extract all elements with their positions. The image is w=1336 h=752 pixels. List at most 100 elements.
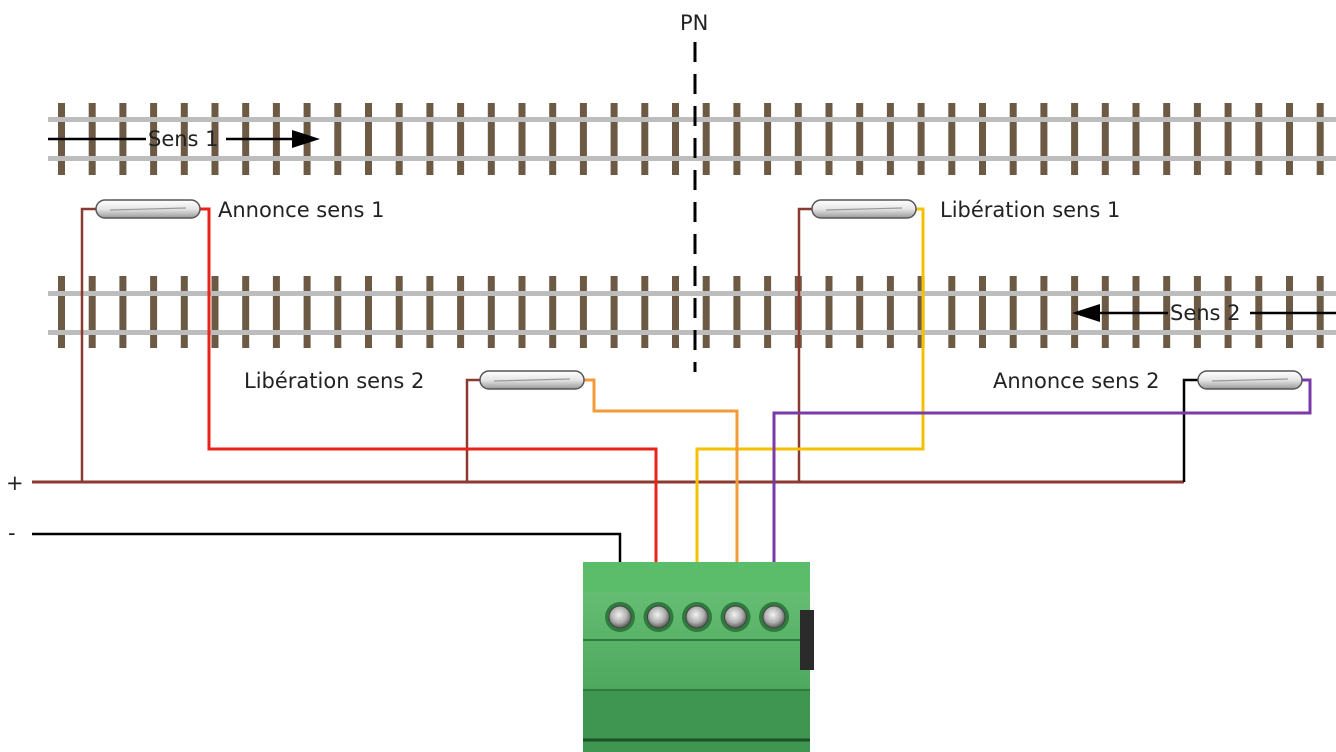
sleeper [886,103,894,175]
sleeper [549,276,557,348]
sleeper [395,276,403,348]
track-2-rail-top [48,291,1336,296]
sens-2-label: Sens 2 [1170,301,1241,325]
negative-bus-label: - [8,521,16,545]
sleeper [948,276,956,348]
sleeper [794,103,802,175]
terminal-screw [762,605,786,629]
terminal-block-top-ridge [583,562,810,592]
sleeper [211,276,219,348]
sleeper [1040,103,1048,175]
terminal-screw [608,605,632,629]
sleeper [1040,276,1048,348]
sleeper [242,276,250,348]
liberation-sens-2-wire [584,378,739,612]
reed-sensor-liberation-sens-2 [479,370,585,390]
terminal-screw [685,605,709,629]
liberation-sens-1-positive-lead [797,207,812,482]
reed-sensor-liberation-sens-1 [811,199,917,219]
sleeper [641,103,649,175]
track-1 [48,103,1336,175]
sleeper [917,276,925,348]
sleeper [1224,276,1232,348]
track-1-sleepers [58,103,1324,175]
sleeper [395,103,403,175]
annonce-sens-2-wire [772,378,1312,612]
sleeper [948,103,956,175]
sleeper [1255,103,1263,175]
sleeper [979,276,986,348]
sens-1-arrow [48,130,320,148]
sens-2-arrow [1072,304,1336,322]
sleeper [672,276,679,348]
sens-2-arrowhead [1072,304,1100,322]
sleeper [610,103,618,175]
sleeper [1009,103,1017,175]
sleeper [579,276,587,348]
sleeper [180,276,188,348]
sleeper [150,103,158,175]
sleeper [733,276,741,348]
liberation-sens-1-wire [695,207,925,612]
sleeper [856,103,864,175]
sleeper [1163,103,1171,175]
sleeper [457,276,465,348]
sleeper [1224,103,1232,175]
sleeper [365,276,372,348]
sleeper [518,276,526,348]
annonce-sens-2-label: Annonce sens 2 [993,369,1159,393]
sleeper [886,276,894,348]
sleeper [702,103,710,175]
terminal-screws [605,602,789,632]
reed-sensor-annonce-sens-2 [1197,370,1303,390]
level-crossing-label: PN [680,11,708,35]
sleeper [88,276,96,348]
sleeper [457,103,465,175]
sleeper [1071,103,1079,175]
sleeper [334,276,342,348]
sleeper [641,276,649,348]
sleeper [365,103,372,175]
sleeper [764,103,772,175]
track-1-rail-bottom [48,156,1336,161]
liberation-sens-2-label: Libération sens 2 [244,369,424,393]
sleeper [487,276,495,348]
sleeper [672,103,679,175]
sleeper [211,103,219,175]
sleeper [1071,276,1079,348]
sleeper [58,276,65,348]
sleeper [733,103,741,175]
sleeper [150,276,158,348]
sleeper [334,103,342,175]
sleeper [1193,276,1201,348]
reed-sensor-annonce-sens-1 [95,199,201,219]
liberation-sens-1-label: Libération sens 1 [940,198,1120,222]
sleeper [856,276,864,348]
annonce-sens-1-label: Annonce sens 1 [218,198,384,222]
sleeper [1286,103,1293,175]
annonce-sens-2-positive-lead [1182,378,1198,482]
positive-bus-label: + [6,471,24,495]
negative-bus-wire [32,532,622,612]
sleeper [917,103,925,175]
sleeper [610,276,618,348]
sleeper [303,276,311,348]
annonce-sens-1-wire [198,207,658,612]
track-2-rail-bottom [48,330,1336,335]
sleeper [487,103,495,175]
terminal-screw [724,605,747,629]
sleeper [825,103,833,175]
terminal-block-lower-section [583,690,810,752]
sleeper [1193,103,1201,175]
sleeper [549,103,557,175]
liberation-sens-2-positive-lead [465,378,480,482]
sleeper [702,276,710,348]
terminal-screw [647,605,670,629]
track-1-rail-top [48,117,1336,122]
sleeper [579,103,587,175]
sleeper [1316,103,1324,175]
sleeper [1132,103,1140,175]
terminal-block [583,562,814,752]
sleeper [180,103,188,175]
